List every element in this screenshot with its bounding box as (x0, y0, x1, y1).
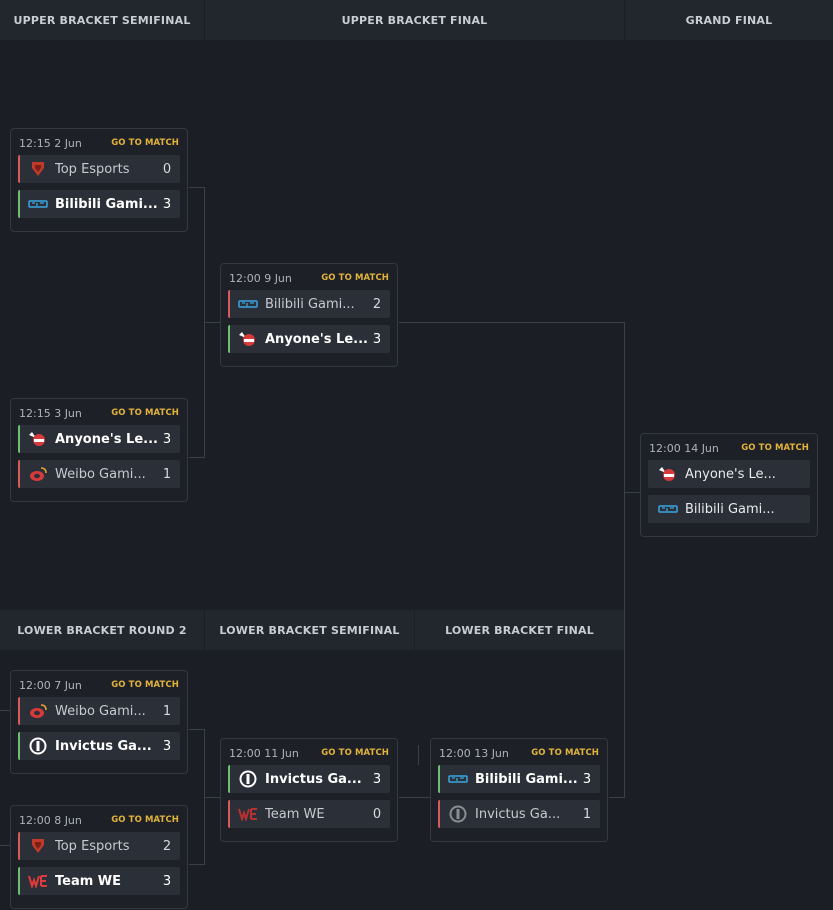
invictus-gaming-icon (448, 804, 468, 824)
team-score: 1 (582, 806, 592, 822)
header-lower-bracket-final: LOWER BRACKET FINAL (415, 610, 624, 650)
team-name: Weibo Gami... (55, 703, 146, 719)
match-time: 12:00 11 Jun (229, 746, 299, 760)
team-name: Anyone's Le... (265, 331, 367, 347)
team-score: 3 (162, 738, 172, 754)
team-row[interactable]: Bilibili Gami... 3 (438, 765, 600, 793)
header-upper-bracket-final: UPPER BRACKET FINAL (205, 0, 624, 40)
match-time: 12:00 8 Jun (19, 813, 82, 827)
team-name: Team WE (55, 873, 122, 889)
bilibili-gaming-icon (448, 769, 468, 789)
team-row[interactable]: Anyone's Le... 3 (228, 325, 390, 353)
team-name: Invictus Ga... (265, 771, 362, 787)
go-to-match-link[interactable]: GO TO MATCH (111, 138, 179, 148)
go-to-match-link[interactable]: GO TO MATCH (741, 443, 809, 453)
team-score: 1 (162, 703, 172, 719)
go-to-match-link[interactable]: GO TO MATCH (111, 680, 179, 690)
weibo-gaming-icon (28, 701, 48, 721)
match-time: 12:15 2 Jun (19, 136, 82, 150)
team-row[interactable]: Anyone's Le... (648, 460, 810, 488)
top-esports-icon (28, 159, 48, 179)
team-we-icon (238, 804, 258, 824)
match-card-lb-round2-2[interactable]: 12:00 8 Jun GO TO MATCH Top Esports 2 Te… (10, 805, 188, 909)
match-card-lb-final[interactable]: 12:00 13 Jun GO TO MATCH Bilibili Gami..… (430, 738, 608, 842)
team-score: 3 (162, 196, 172, 212)
team-name: Bilibili Gami... (685, 501, 775, 517)
top-esports-icon (28, 836, 48, 856)
header-lower-bracket-semifinal: LOWER BRACKET SEMIFINAL (205, 610, 414, 650)
team-name: Invictus Ga... (475, 806, 561, 822)
anyones-legend-icon (238, 329, 258, 349)
team-row[interactable]: Top Esports 0 (18, 155, 180, 183)
team-row[interactable]: Top Esports 2 (18, 832, 180, 860)
weibo-gaming-icon (28, 464, 48, 484)
match-card-lb-semifinal[interactable]: 12:00 11 Jun GO TO MATCH Invictus Ga... … (220, 738, 398, 842)
bilibili-gaming-icon (238, 294, 258, 314)
match-time: 12:00 13 Jun (439, 746, 509, 760)
team-score: 2 (372, 296, 382, 312)
team-name: Weibo Gami... (55, 466, 146, 482)
team-row[interactable]: Bilibili Gami... (648, 495, 810, 523)
match-time: 12:00 14 Jun (649, 441, 719, 455)
team-row[interactable]: Team WE 3 (18, 867, 180, 895)
invictus-gaming-icon (238, 769, 258, 789)
bilibili-gaming-icon (658, 499, 678, 519)
team-name: Team WE (265, 806, 325, 822)
go-to-match-link[interactable]: GO TO MATCH (321, 748, 389, 758)
go-to-match-link[interactable]: GO TO MATCH (111, 408, 179, 418)
team-row[interactable]: Bilibili Gami... 2 (228, 290, 390, 318)
anyones-legend-icon (658, 464, 678, 484)
match-card-ub-final[interactable]: 12:00 9 Jun GO TO MATCH Bilibili Gami...… (220, 263, 398, 367)
invictus-gaming-icon (28, 736, 48, 756)
team-row[interactable]: Weibo Gami... 1 (18, 697, 180, 725)
header-grand-final: GRAND FINAL (625, 0, 833, 40)
team-name: Bilibili Gami... (265, 296, 355, 312)
team-row[interactable]: Weibo Gami... 1 (18, 460, 180, 488)
team-row[interactable]: Team WE 0 (228, 800, 390, 828)
anyones-legend-icon (28, 429, 48, 449)
match-card-ub-semifinal-1[interactable]: 12:15 2 Jun GO TO MATCH Top Esports 0 Bi… (10, 128, 188, 232)
team-name: Top Esports (55, 838, 130, 854)
match-time: 12:00 7 Jun (19, 678, 82, 692)
header-upper-bracket-semifinal: UPPER BRACKET SEMIFINAL (0, 0, 204, 40)
team-we-icon (28, 871, 48, 891)
team-row[interactable]: Invictus Ga... 3 (18, 732, 180, 760)
team-score: 3 (582, 771, 592, 787)
team-row[interactable]: Invictus Ga... 1 (438, 800, 600, 828)
team-score: 0 (162, 161, 172, 177)
team-row[interactable]: Invictus Ga... 3 (228, 765, 390, 793)
team-name: Top Esports (55, 161, 130, 177)
match-card-grand-final[interactable]: 12:00 14 Jun GO TO MATCH Anyone's Le... … (640, 433, 818, 537)
team-name: Bilibili Gami... (475, 771, 577, 787)
team-row[interactable]: Anyone's Le... 3 (18, 425, 180, 453)
team-name: Anyone's Le... (685, 466, 776, 482)
team-score: 3 (162, 873, 172, 889)
bilibili-gaming-icon (28, 194, 48, 214)
go-to-match-link[interactable]: GO TO MATCH (531, 748, 599, 758)
team-score: 1 (162, 466, 172, 482)
team-score: 3 (372, 771, 382, 787)
match-card-ub-semifinal-2[interactable]: 12:15 3 Jun GO TO MATCH Anyone's Le... 3… (10, 398, 188, 502)
team-row[interactable]: Bilibili Gami... 3 (18, 190, 180, 218)
go-to-match-link[interactable]: GO TO MATCH (321, 273, 389, 283)
team-score: 0 (372, 806, 382, 822)
match-time: 12:15 3 Jun (19, 406, 82, 420)
team-name: Bilibili Gami... (55, 196, 157, 212)
team-name: Anyone's Le... (55, 431, 157, 447)
team-score: 3 (372, 331, 382, 347)
header-lower-bracket-round-2: LOWER BRACKET ROUND 2 (0, 610, 204, 650)
go-to-match-link[interactable]: GO TO MATCH (111, 815, 179, 825)
team-score: 3 (162, 431, 172, 447)
match-time: 12:00 9 Jun (229, 271, 292, 285)
team-name: Invictus Ga... (55, 738, 152, 754)
team-score: 2 (162, 838, 172, 854)
match-card-lb-round2-1[interactable]: 12:00 7 Jun GO TO MATCH Weibo Gami... 1 … (10, 670, 188, 774)
